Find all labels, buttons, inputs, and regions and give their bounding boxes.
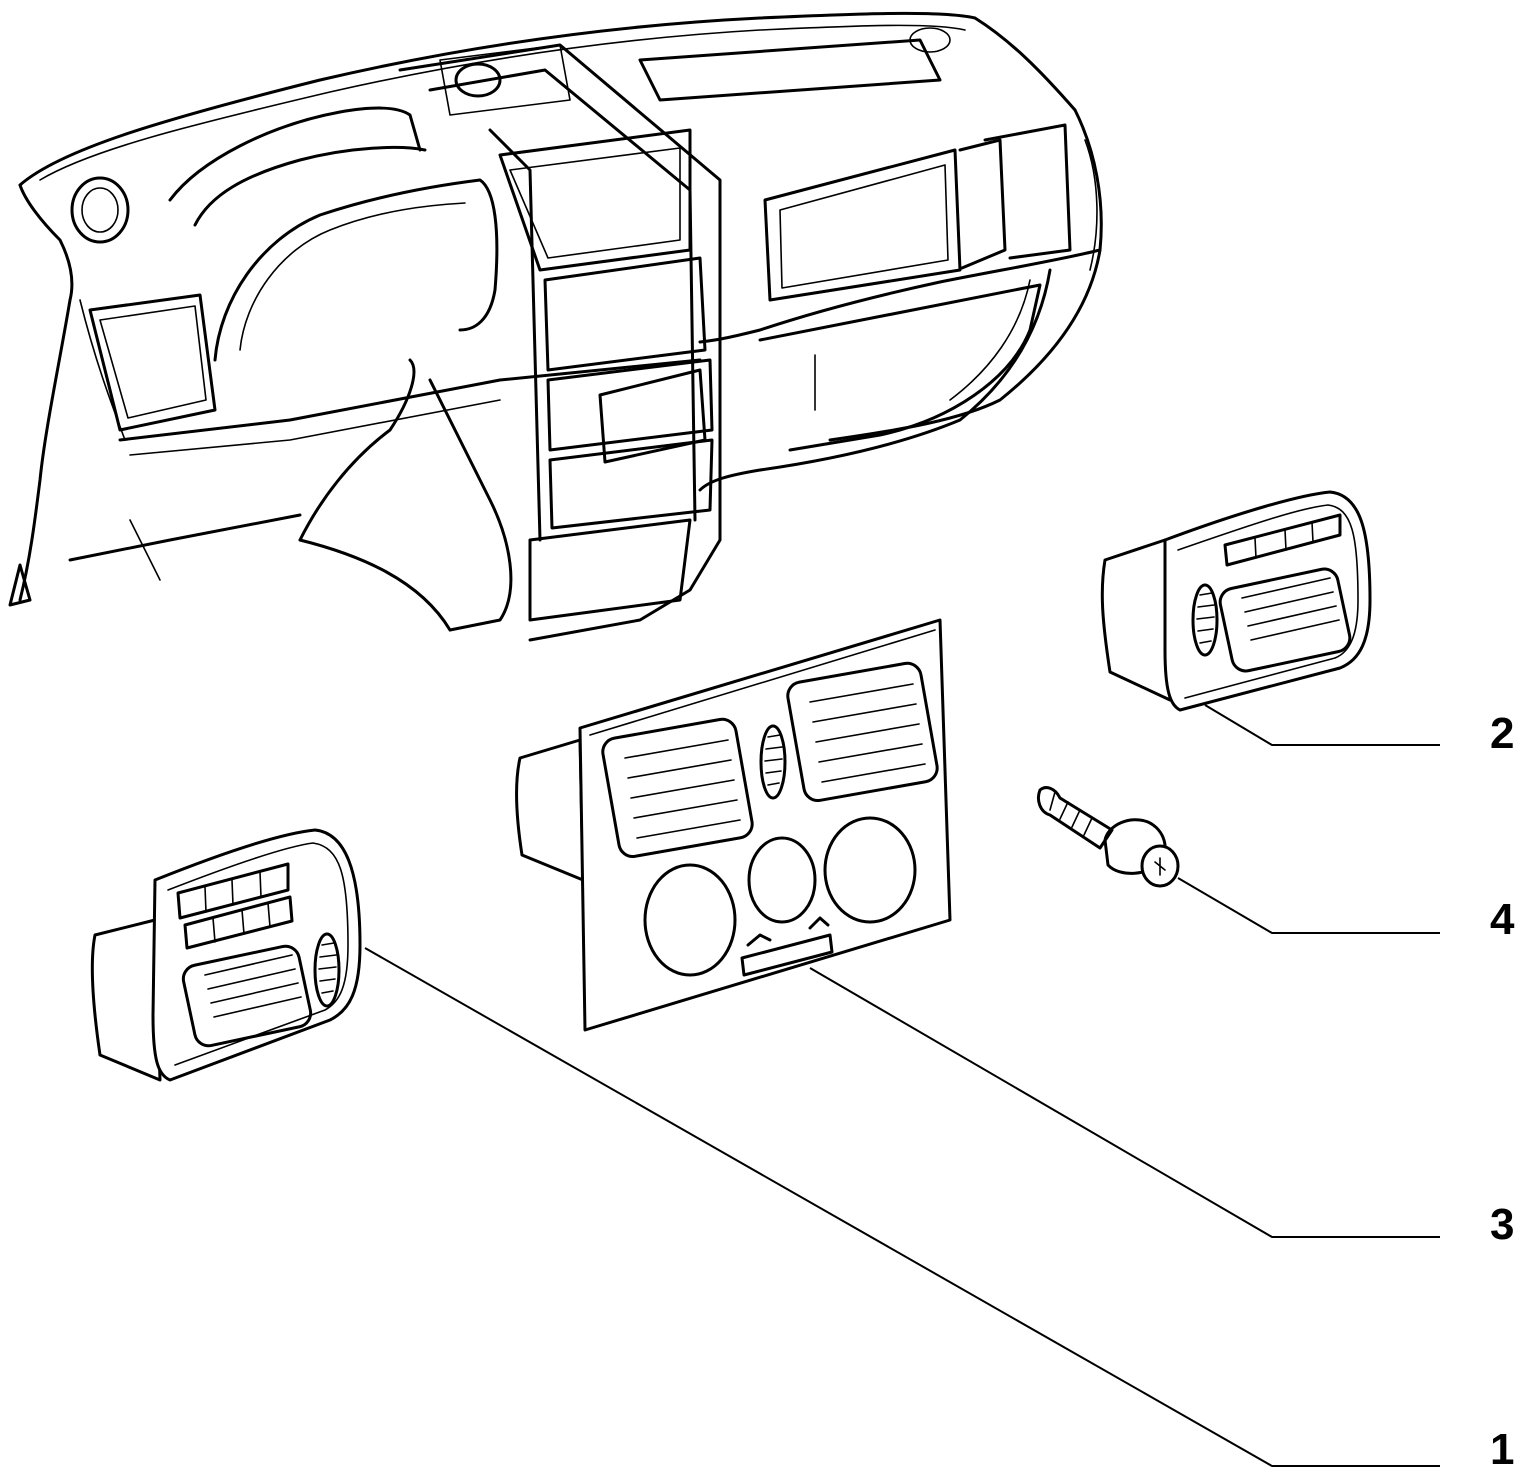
- part-4-screw: [1036, 786, 1180, 888]
- leader-line-2: [1204, 704, 1440, 746]
- part-3-center-air-vent-panel: [515, 618, 952, 1032]
- callout-label-3: 3: [1490, 1200, 1515, 1249]
- dashboard-assembly: [8, 11, 1103, 642]
- part-1-left-side-air-vent: [90, 828, 362, 1082]
- callout-label-1: 1: [1490, 1425, 1515, 1474]
- part-2-right-side-air-vent: [1100, 490, 1372, 712]
- leader-line-4: [1177, 877, 1440, 934]
- leader-line-1: [364, 947, 1440, 1467]
- leader-lines: [364, 704, 1440, 1467]
- callout-label-2: 2: [1490, 709, 1515, 758]
- callout-label-4: 4: [1490, 895, 1515, 944]
- leader-line-3: [809, 967, 1440, 1238]
